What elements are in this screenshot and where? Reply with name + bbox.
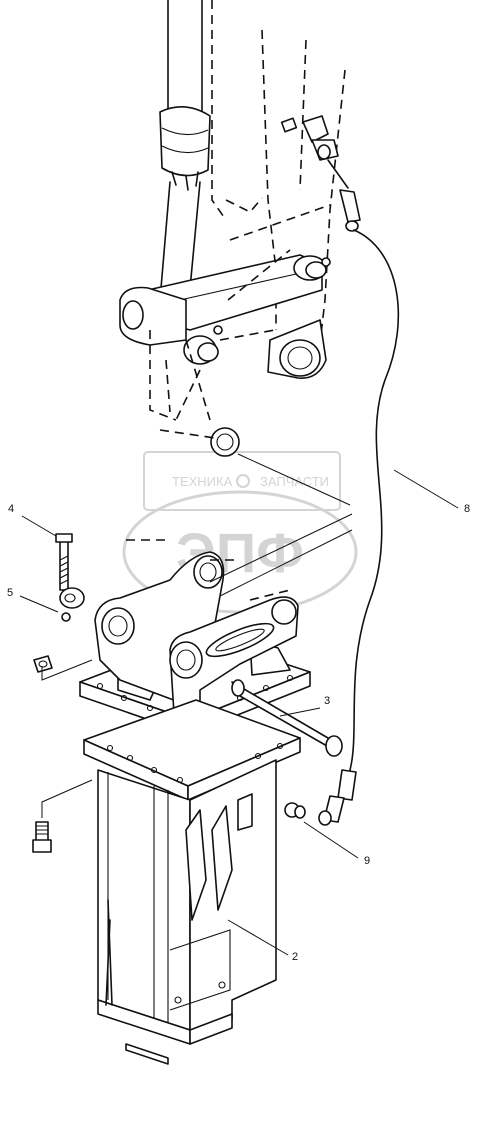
watermark: ТЕХНИКА ЗАПЧАСТИ ЭПФ [122,451,358,614]
callout-label-2: 2 [292,951,298,963]
bolt-and-nut [32,533,93,853]
callout-label-9: 9 [364,855,370,867]
watermark-top-text: ТЕХНИКА [172,474,233,489]
leader-4 [21,515,57,537]
watermark-right-text: ЗАПЧАСТИ [260,474,329,489]
mounting-bracket [79,453,353,801]
leader-9 [303,821,359,859]
callout-label-8: 8 [464,503,470,515]
leader-2 [227,919,289,956]
callout-label-3: 3 [324,695,330,707]
leader-8 [393,469,459,509]
leader-3 [279,707,321,717]
hose-assembly [280,115,400,826]
leader-5 [19,595,59,613]
boom-assembly [119,0,346,457]
callouts: 4 5 3 8 9 2 [7,469,470,963]
callout-label-5: 5 [7,587,13,599]
hammer-body [97,759,277,1065]
callout-label-4: 4 [8,503,14,515]
gear-icon [236,474,250,488]
